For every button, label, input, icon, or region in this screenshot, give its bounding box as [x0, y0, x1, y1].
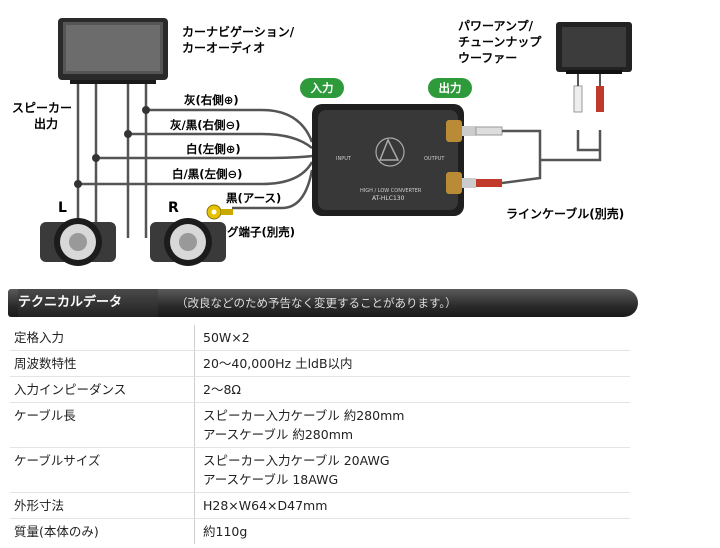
wire-label-white-black: 白/黒(左側⊖)	[172, 167, 242, 181]
output-badge: 出力	[428, 78, 472, 98]
wire-label-white: 白(左側⊕)	[186, 142, 241, 156]
navi-label-2: カーオーディオ	[182, 40, 265, 55]
device-sub-label: HIGH / LOW CONVERTER	[360, 188, 422, 194]
device-model-label: AT-HLC130	[372, 195, 405, 202]
spec-value: スピーカー入力ケーブル 20AWG アースケーブル 18AWG	[195, 448, 390, 492]
spec-row: 入力インピーダンス 2～8Ω	[10, 376, 630, 402]
spec-key: 入力インピーダンス	[10, 377, 195, 402]
right-label: R	[168, 200, 179, 216]
spec-value: 2～8Ω	[195, 377, 241, 402]
spec-value: 50W×2	[195, 325, 250, 350]
navi-label-1: カーナビゲーション/	[182, 24, 295, 39]
spec-row: ケーブルサイズスピーカー入力ケーブル 20AWG アースケーブル 18AWG	[10, 447, 630, 492]
spec-key: 定格入力	[10, 325, 195, 350]
spec-row: 周波数特性 20～40,000Hz 土ldB以内	[10, 350, 630, 376]
amp-label-3: ウーファー	[458, 51, 517, 65]
spec-key: ケーブル長	[10, 403, 195, 447]
line-cable-label: ラインケーブル(別売)	[506, 206, 624, 221]
speaker-out-label-2: 出力	[34, 116, 58, 131]
speaker-right-icon	[150, 218, 226, 266]
speaker-out-label-1: スピーカー	[12, 101, 72, 115]
svg-text:出力: 出力	[439, 81, 462, 95]
device-output-label: OUTPUT	[424, 156, 445, 162]
spec-value: 20～40,000Hz 土ldB以内	[195, 351, 353, 376]
amplifier-icon	[556, 22, 632, 74]
wire-label-gray-black: 灰/黒(右側⊖)	[170, 118, 240, 132]
ring-terminal-label: リング端子(別売)	[204, 225, 295, 239]
spec-value-line: 50W×2	[203, 330, 250, 345]
spec-key: 周波数特性	[10, 351, 195, 376]
tech-data-banner: テクニカルデータ （改良などのため予告なく変更することがあります。）	[8, 289, 638, 317]
spec-value-line: スピーカー入力ケーブル 20AWG	[203, 453, 390, 468]
device-input-label: INPUT	[336, 156, 352, 162]
wire-label-gray: 灰(右側⊕)	[184, 93, 239, 107]
spec-value-line: アースケーブル 18AWG	[203, 472, 339, 487]
spec-row: 外形寸法 H28×W64×D47mm	[10, 492, 630, 518]
amp-label-1: パワーアンプ/	[458, 18, 534, 33]
spec-value: スピーカー入力ケーブル 約280mm アースケーブル 約280mm	[195, 403, 404, 447]
spec-row: ケーブル長スピーカー入力ケーブル 約280mm アースケーブル 約280mm	[10, 402, 630, 447]
tech-data-note: （改良などのため予告なく変更することがあります。）	[176, 296, 457, 310]
spec-value-line: 約110g	[203, 524, 248, 539]
converter-device-icon	[312, 104, 464, 216]
speaker-left-icon	[40, 218, 116, 266]
spec-value-line: 2～8Ω	[203, 382, 241, 397]
spec-key: 質量(本体のみ)	[10, 519, 195, 544]
left-label: L	[58, 200, 67, 216]
spec-row: 定格入力 50W×2	[10, 325, 630, 350]
amp-rca-icon	[573, 74, 604, 113]
spec-key: ケーブルサイズ	[10, 448, 195, 492]
wiring-diagram: カーナビゲーション/ カーオーディオ スピーカー 出力 灰(右側⊕) 灰/黒(右…	[12, 18, 632, 266]
wire-label-black: 黒(アース)	[226, 191, 281, 205]
head-unit-icon	[58, 18, 168, 84]
ring-terminal-icon	[206, 204, 233, 220]
tech-data-title: テクニカルデータ	[18, 289, 158, 317]
spec-value-line: H28×W64×D47mm	[203, 498, 328, 513]
rca-cables-icon	[462, 126, 503, 188]
input-badge: 入力	[300, 78, 344, 98]
spec-value-line: アースケーブル 約280mm	[203, 427, 354, 442]
amp-label-2: チューンナップ	[458, 34, 542, 49]
spec-row: 質量(本体のみ) 約110g	[10, 518, 630, 544]
spec-value: 約110g	[195, 519, 247, 544]
svg-text:入力: 入力	[311, 81, 334, 95]
spec-key: 外形寸法	[10, 493, 195, 518]
spec-value: H28×W64×D47mm	[195, 493, 327, 518]
spec-value-line: 20～40,000Hz 土ldB以内	[203, 356, 353, 371]
spec-value-line: スピーカー入力ケーブル 約280mm	[203, 408, 405, 423]
